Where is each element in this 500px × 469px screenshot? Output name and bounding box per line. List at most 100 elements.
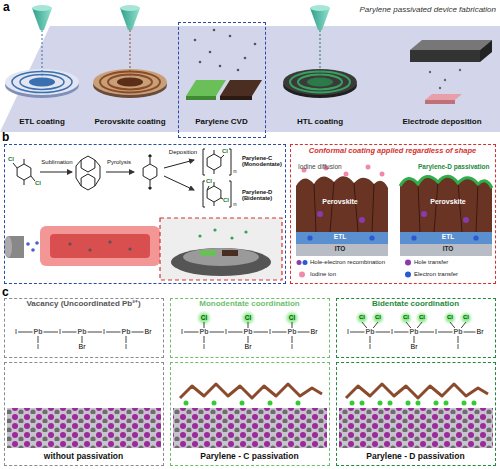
coordination-bonds	[355, 311, 369, 325]
atom-label: I	[202, 343, 206, 351]
chemistry-scheme	[229, 149, 231, 175]
device-cross-section	[380, 172, 385, 177]
atom-label: Cl	[403, 314, 409, 321]
layer-label: ETL	[442, 233, 454, 240]
chemistry-scheme	[81, 156, 95, 172]
cvd-machine	[213, 228, 216, 231]
node-text: Bidentate coordination	[337, 300, 494, 309]
electrode-evaporator	[429, 71, 431, 73]
htl-spin-coater	[320, 30, 321, 76]
atom-label: Cl	[419, 314, 425, 321]
atom-label: I	[390, 328, 394, 336]
coordination-bonds	[415, 311, 429, 325]
panel-letter: b	[2, 131, 9, 144]
atom-label: Cl	[447, 314, 453, 321]
surface-simulation	[240, 401, 245, 406]
device-cross-section	[418, 182, 478, 232]
device-cross-section	[400, 244, 492, 256]
htl-spin-coater	[298, 75, 342, 90]
atom-label: Cl	[375, 314, 381, 321]
perovskite-spin-coater	[93, 69, 167, 95]
parylene-cvd-samples	[254, 43, 257, 46]
chemistry-scheme	[221, 198, 223, 199]
atom-label: Pb	[121, 328, 132, 336]
node-text: Sublimation	[35, 159, 79, 166]
surface-simulation	[378, 401, 383, 406]
panel-box: without passivation	[4, 362, 164, 466]
node-text: Parylene-C (Monodentate)	[242, 155, 286, 168]
surface-simulation	[180, 384, 322, 398]
etl-spin-coater	[5, 69, 79, 95]
cvd-machine	[35, 241, 39, 245]
electrode-evaporator	[459, 69, 461, 71]
parylene-cvd-samples	[199, 61, 202, 64]
atom-label: Cl	[289, 314, 296, 321]
atom-label: Br	[78, 343, 87, 351]
chemistry-scheme	[149, 187, 151, 189]
legend-text: Electron transfer	[414, 271, 458, 278]
chemistry-scheme	[24, 159, 25, 164]
device-cross-section	[344, 172, 349, 177]
atom-label: I	[102, 328, 106, 336]
htl-spin-coater	[310, 5, 330, 11]
chemistry-scheme	[31, 176, 35, 181]
htl-spin-coater	[310, 8, 330, 30]
node-text: Vacancy (Uncoordinated Pb²⁺)	[5, 300, 162, 309]
fabrication-bench	[0, 26, 500, 132]
cvd-machine	[128, 247, 131, 250]
atom-label: Cl	[463, 314, 469, 321]
etl-spin-coater	[32, 8, 52, 30]
device-cross-section	[369, 235, 374, 240]
coordination-bonds	[16, 310, 480, 344]
chemistry-scheme	[214, 150, 215, 154]
panel-title: Parylene passivated device fabrication	[359, 6, 496, 15]
electrode-evaporator	[425, 94, 462, 100]
chemistry-scheme	[150, 158, 151, 164]
etl-spin-coater	[20, 75, 64, 90]
atom-label: I	[124, 343, 128, 351]
surface-simulation	[173, 408, 327, 448]
parylene-cvd-samples	[213, 29, 216, 32]
atom-label: Cl	[223, 197, 229, 204]
cvd-machine	[88, 248, 91, 251]
legend-icon	[303, 260, 308, 265]
device-cross-section	[366, 165, 371, 170]
parylene-cvd-samples	[209, 51, 212, 54]
chemistry-scheme	[164, 176, 194, 190]
chemistry-scheme	[203, 149, 205, 175]
perovskite-spin-coater	[108, 75, 152, 90]
cvd-machine	[68, 242, 71, 245]
chemistry-scheme	[207, 186, 221, 202]
chemistry-scheme	[95, 160, 100, 186]
coordination-bonds	[371, 311, 385, 325]
cvd-machine	[230, 236, 233, 239]
surface-simulation	[268, 401, 273, 406]
chemistry-scheme	[214, 202, 215, 206]
surface-simulation	[296, 401, 301, 406]
legend-icon	[297, 260, 412, 278]
device-cross-section	[296, 232, 388, 244]
atom-label: Cl	[35, 180, 41, 187]
etl-spin-coater	[32, 5, 52, 11]
cvd-machine	[160, 218, 282, 280]
panel-box: Parylene - D passivation	[336, 362, 496, 466]
atom-label: I	[456, 343, 460, 351]
cvd-machine	[31, 248, 35, 252]
device-cross-section	[421, 211, 427, 217]
surface-simulation	[416, 401, 421, 406]
cvd-machine	[26, 242, 30, 246]
chemistry-scheme	[40, 172, 72, 173]
chemistry-scheme	[13, 149, 231, 207]
chemistry-scheme	[76, 160, 81, 186]
atom-label: Br	[144, 328, 153, 336]
panel-letter: c	[2, 286, 9, 299]
htl-spin-coater	[283, 69, 357, 95]
atom-label: Pb	[409, 328, 420, 336]
legend-icon	[297, 260, 302, 265]
atom-label: I	[290, 343, 294, 351]
layer-label: ITO	[443, 245, 454, 252]
perovskite-spin-coater	[120, 5, 140, 11]
step-label: ETL coating	[19, 118, 65, 127]
node-text: Conformal coating applied regardless of …	[291, 147, 494, 155]
atom-label: Pb	[365, 328, 376, 336]
